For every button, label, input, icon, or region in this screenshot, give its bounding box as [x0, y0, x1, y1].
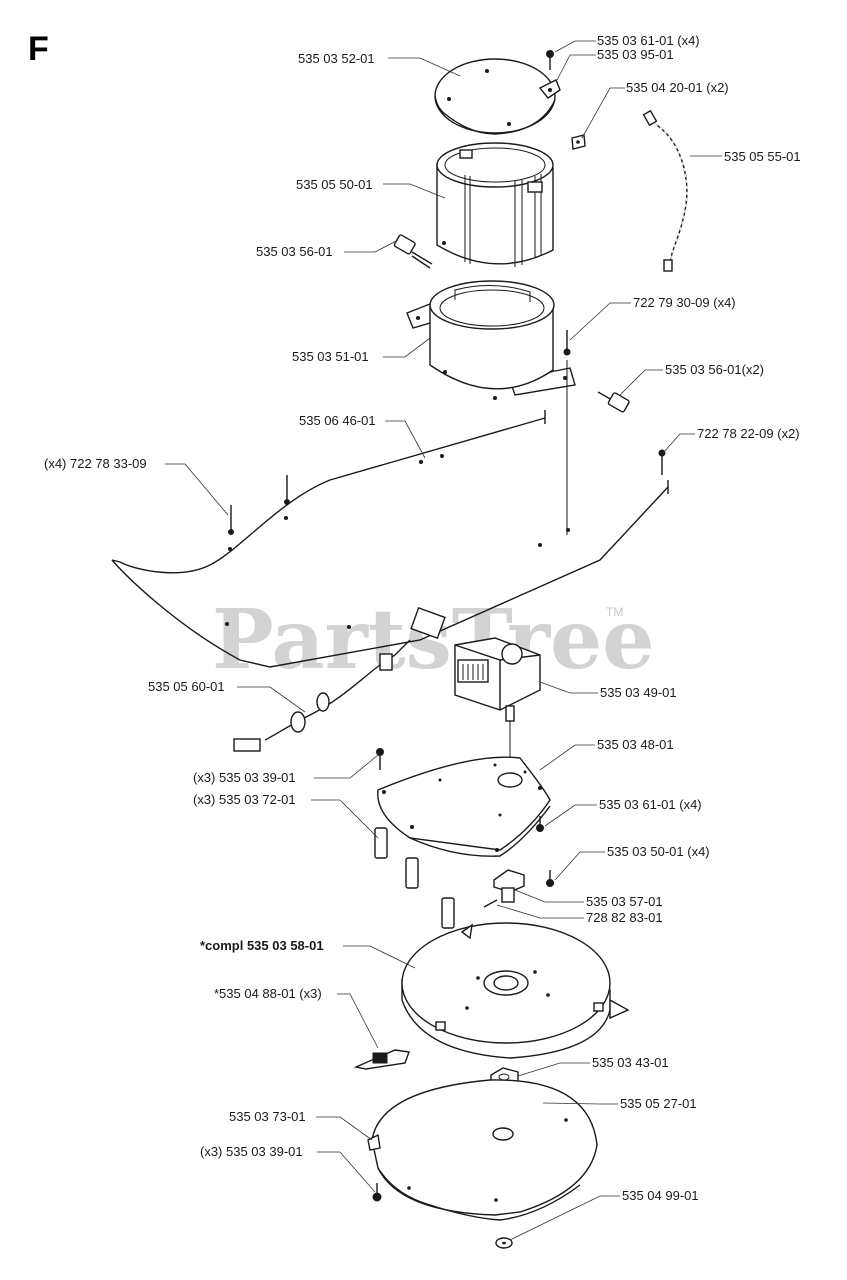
disc-part[interactable] [401, 922, 630, 1059]
base-housing-part[interactable] [406, 280, 576, 400]
label-base-housing: 535 03 51-01 [292, 349, 369, 364]
label-screw-handle-left: (x4) 722 78 33-09 [44, 456, 147, 471]
screw-top-part[interactable] [546, 50, 554, 71]
label-spacer: (x3) 535 03 72-01 [193, 792, 296, 807]
label-disc: *compl 535 03 58-01 [200, 938, 324, 953]
label-plate: 535 03 48-01 [597, 737, 674, 752]
guard-part[interactable] [371, 1079, 598, 1221]
label-blade: *535 04 88-01 (x3) [214, 986, 322, 1001]
label-clip-small: 535 04 20-01 (x2) [626, 80, 729, 95]
label-cable-main: 535 05 60-01 [148, 679, 225, 694]
label-screw-handle-right: 722 78 22-09 (x2) [697, 426, 800, 441]
label-set-screw: 728 82 83-01 [586, 910, 663, 925]
screw-guard-part[interactable] [372, 1183, 382, 1202]
watermark-trademark: TM [606, 605, 623, 619]
label-screw-plate-right: 535 03 61-01 (x4) [599, 797, 702, 812]
label-guard-clip: 535 03 73-01 [229, 1109, 306, 1124]
label-cable-top: 535 05 55-01 [724, 149, 801, 164]
label-pin: 535 05 27-01 [620, 1096, 697, 1111]
label-lid: 535 03 52-01 [298, 51, 375, 66]
screw-handle-right-part[interactable] [658, 449, 666, 475]
label-nut: 535 03 43-01 [592, 1055, 669, 1070]
plate-part[interactable] [377, 756, 551, 857]
leader-lines [165, 40, 722, 1241]
part-labels: 535 03 52-01 535 03 61-01 (x4) 535 03 95… [44, 33, 801, 1203]
label-screw-guard: (x3) 535 03 39-01 [200, 1144, 303, 1159]
hub-part[interactable] [493, 869, 525, 903]
label-screw-top: 535 03 61-01 (x4) [597, 33, 700, 48]
clip-top-part[interactable] [538, 79, 561, 99]
guard-clip-part[interactable] [367, 1133, 381, 1151]
washer-part[interactable] [495, 1237, 513, 1249]
lid-part[interactable] [434, 58, 556, 135]
screw-handle-left-part[interactable] [228, 475, 290, 535]
label-screw-small: 535 03 50-01 (x4) [607, 844, 710, 859]
set-screw-part[interactable] [483, 899, 498, 908]
spacer-part[interactable] [374, 827, 455, 929]
screw-small-part[interactable] [546, 870, 554, 887]
label-housing: 535 05 50-01 [296, 177, 373, 192]
knob-right-part[interactable] [597, 391, 630, 413]
label-motor: 535 03 49-01 [600, 685, 677, 700]
label-clip-top: 535 03 95-01 [597, 47, 674, 62]
label-screw-housing: 722 79 30-09 (x4) [633, 295, 736, 310]
knob-left-part[interactable] [393, 234, 433, 269]
label-guard: 535 04 99-01 [622, 1188, 699, 1203]
label-hub: 535 03 57-01 [586, 894, 663, 909]
label-handle-bar: 535 06 46-01 [299, 413, 376, 428]
cable-top-part[interactable] [642, 109, 688, 272]
label-knob-right: 535 03 56-01(x2) [665, 362, 764, 377]
screw-plate-right-part[interactable] [536, 816, 544, 832]
screw-housing-part[interactable] [563, 330, 571, 356]
housing-part[interactable] [436, 142, 554, 267]
section-letter: F [28, 30, 49, 68]
motor-part[interactable] [454, 637, 541, 722]
screw-plate-part[interactable] [376, 748, 384, 771]
clip-small-part[interactable] [571, 134, 586, 150]
watermark: PartsTree [212, 592, 654, 688]
blade-part[interactable] [353, 1049, 410, 1070]
label-screw-plate: (x3) 535 03 39-01 [193, 770, 296, 785]
label-knob-left: 535 03 56-01 [256, 244, 333, 259]
handle-bar-part[interactable] [111, 410, 669, 668]
cable-main-part[interactable] [233, 606, 446, 752]
